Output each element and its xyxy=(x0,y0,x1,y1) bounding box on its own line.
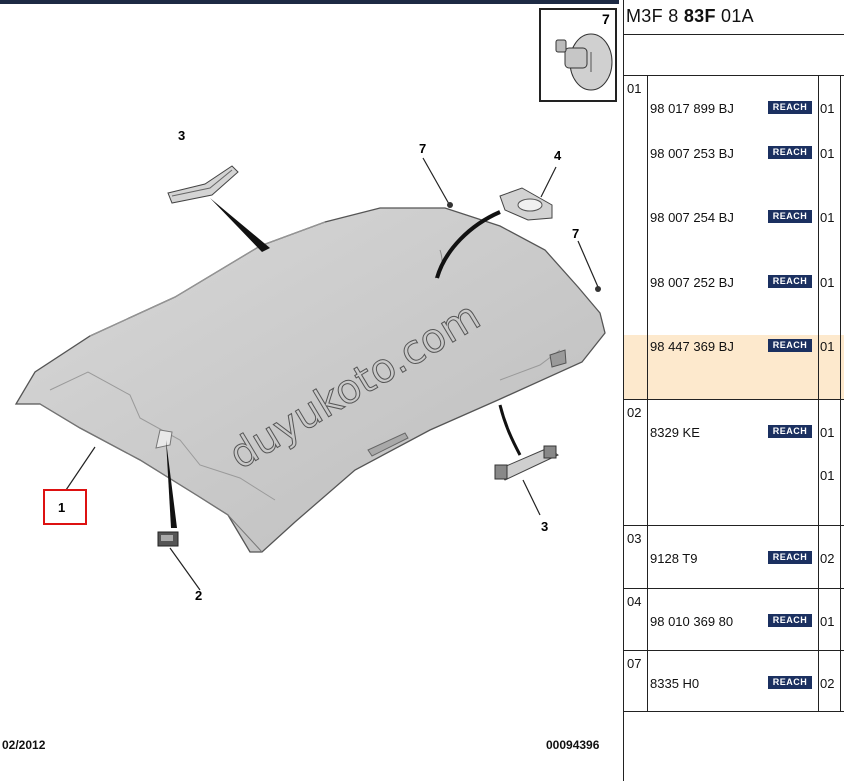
group-number: 02 xyxy=(627,405,642,420)
quantity: 01 xyxy=(820,275,835,290)
quantity: 01 xyxy=(820,339,835,354)
quantity: 02 xyxy=(820,676,835,691)
quantity: 01 xyxy=(820,210,835,225)
quantity: 01 xyxy=(820,468,835,483)
group-number: 03 xyxy=(627,531,642,546)
reach-badge: REACH xyxy=(768,339,812,352)
part-number: 98 007 254 BJ xyxy=(650,210,734,225)
group-03: 03 9128 T9 REACH 02 xyxy=(624,525,844,588)
light-part-2-icon xyxy=(157,531,179,547)
group-number: 04 xyxy=(627,594,642,609)
title-suffix: 01A xyxy=(715,6,754,26)
reach-badge: REACH xyxy=(768,676,812,689)
divider xyxy=(623,0,624,781)
parts-list-panel: M3F 8 83F 01A 01 98 017 899 BJ REACH 01 … xyxy=(624,0,844,781)
handle-part-3-top-icon xyxy=(167,165,239,204)
footer-code: 00094396 xyxy=(546,738,600,752)
reach-badge: REACH xyxy=(768,210,812,223)
part-number: 9128 T9 xyxy=(650,551,698,566)
parts-table: 01 98 017 899 BJ REACH 01 98 007 253 BJ … xyxy=(624,75,844,712)
quantity: 01 xyxy=(820,614,835,629)
leader-part-3-top xyxy=(210,198,270,252)
title-prefix: M3F 8 xyxy=(626,6,684,26)
callout-4: 4 xyxy=(554,148,562,163)
quantity: 02 xyxy=(820,551,835,566)
reach-badge: REACH xyxy=(768,551,812,564)
group-number: 01 xyxy=(627,81,642,96)
reach-badge: REACH xyxy=(768,425,812,438)
title-rule xyxy=(624,34,844,35)
callout-1: 1 xyxy=(58,500,65,515)
group-number: 07 xyxy=(627,656,642,671)
clip-part-7-icon xyxy=(555,33,613,91)
part-number: 98 007 253 BJ xyxy=(650,146,734,161)
callout-7-right: 7 xyxy=(572,226,579,241)
quantity: 01 xyxy=(820,146,835,161)
leader-part-2 xyxy=(166,440,177,528)
group-07: 07 8335 H0 REACH 02 xyxy=(624,650,844,712)
reach-badge: REACH xyxy=(768,275,812,288)
part-number: 8329 KE xyxy=(650,425,700,440)
callout-7-left: 7 xyxy=(419,141,426,156)
callout-3-bottom: 3 xyxy=(541,519,548,534)
headliner-illustration: duyukoto.com xyxy=(14,8,617,603)
part-number: 98 007 252 BJ xyxy=(650,275,734,290)
part-number: 98 017 899 BJ xyxy=(650,101,734,116)
top-bar xyxy=(0,0,619,4)
title-bold: 83F xyxy=(683,6,716,26)
callout-box-part-1 xyxy=(43,489,87,525)
reach-badge: REACH xyxy=(768,146,812,159)
reach-badge: REACH xyxy=(768,101,812,114)
panel-title: M3F 8 83F 01A xyxy=(626,6,754,27)
reach-badge: REACH xyxy=(768,614,812,627)
part-number: 8335 H0 xyxy=(650,676,700,691)
quantity: 01 xyxy=(820,425,835,440)
parts-diagram: duyukoto.com xyxy=(2,8,617,752)
footer-date: 02/2012 xyxy=(2,738,46,752)
group-04: 04 98 010 369 80 REACH 01 xyxy=(624,588,844,650)
headliner-panel xyxy=(14,207,606,553)
quantity: 01 xyxy=(820,101,835,116)
bracket-part-4-icon xyxy=(499,187,553,221)
handle-part-3-bottom-icon xyxy=(494,445,559,481)
callout-2: 2 xyxy=(195,588,202,603)
part-number: 98 447 369 BJ xyxy=(650,339,734,354)
group-01: 01 98 017 899 BJ REACH 01 98 007 253 BJ … xyxy=(624,75,844,399)
group-02: 02 8329 KE REACH 01 01 xyxy=(624,399,844,525)
callout-3-top: 3 xyxy=(178,128,185,143)
part-number: 98 010 369 80 xyxy=(650,614,734,629)
callout-7-inset: 7 xyxy=(602,11,610,27)
